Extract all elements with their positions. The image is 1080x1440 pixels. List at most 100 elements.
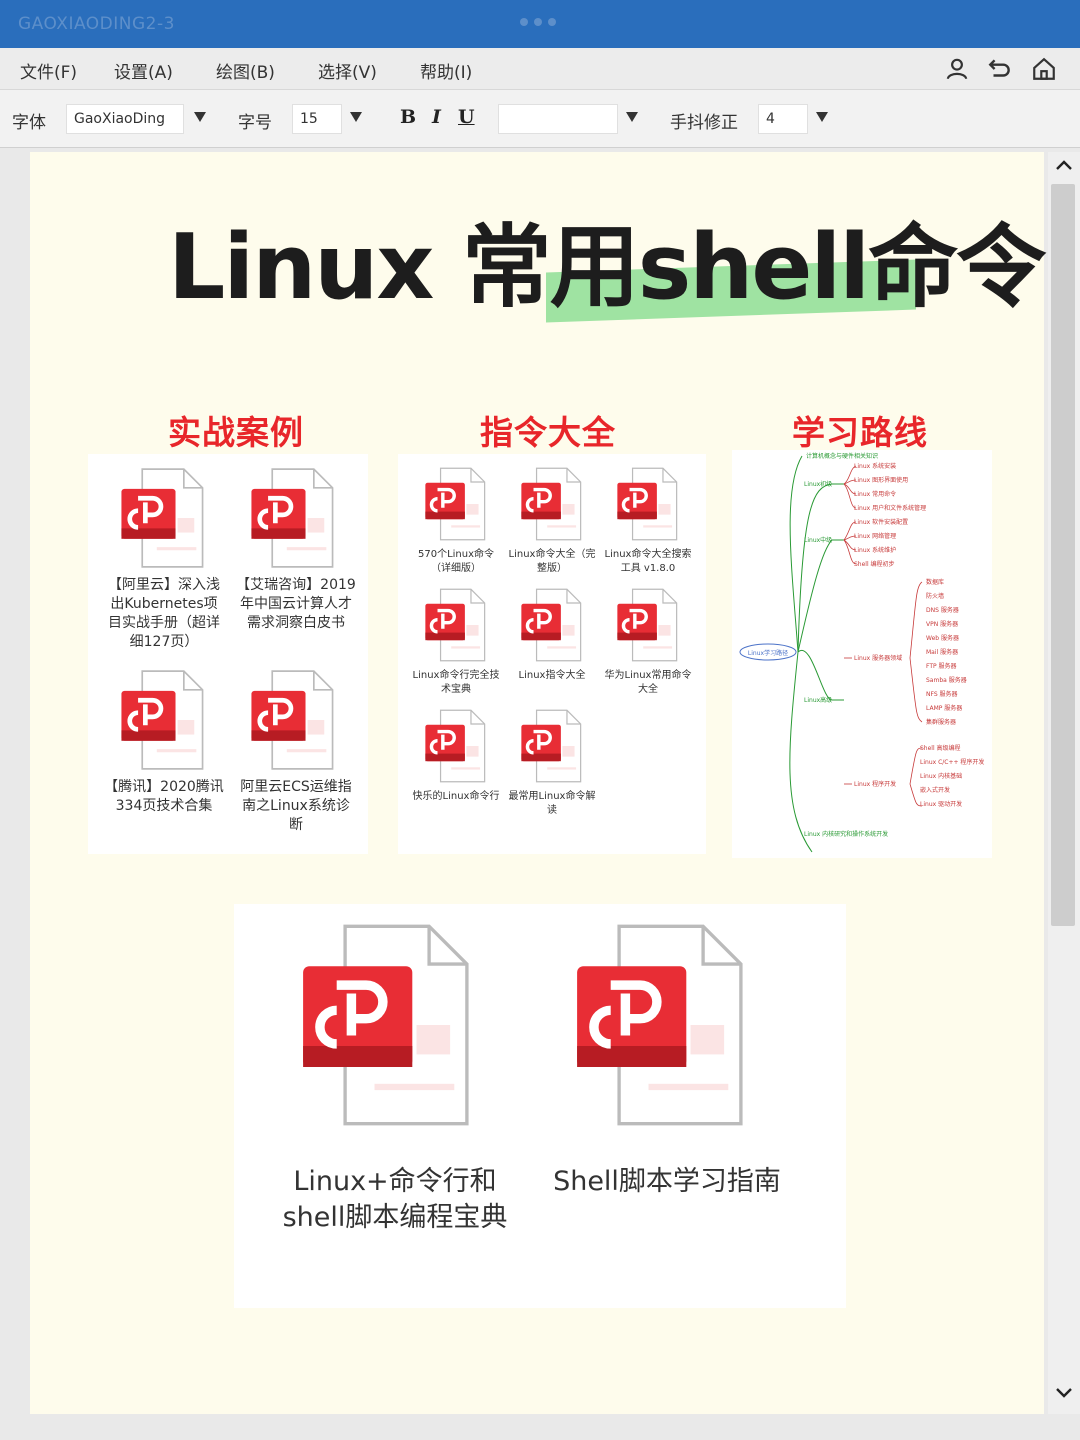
scroll-down-icon[interactable] bbox=[1054, 1382, 1074, 1402]
font-label: 字体 bbox=[12, 113, 46, 133]
file-item[interactable]: 阿里云ECS运维指南之Linux系统诊断 bbox=[236, 668, 356, 848]
size-select[interactable]: 15 bbox=[292, 104, 342, 134]
file-item[interactable]: Linux命令大全搜索工具 v1.8.0 bbox=[600, 466, 696, 582]
file-item[interactable]: Linux命令大全（完整版） bbox=[504, 466, 600, 582]
menu-select[interactable]: 选择(V) bbox=[318, 63, 377, 83]
file-label: 快乐的Linux命令行 bbox=[412, 791, 500, 802]
home-icon[interactable] bbox=[1031, 56, 1057, 82]
file-item[interactable]: Shell脚本学习指南 bbox=[552, 920, 782, 1300]
font-select[interactable]: GaoXiaoDing bbox=[66, 104, 184, 134]
file-label: 最常用Linux命令解读 bbox=[508, 791, 596, 816]
mindmap-branch: Linux高级 bbox=[804, 696, 832, 704]
size-dropdown-icon[interactable] bbox=[350, 112, 362, 122]
bold-button[interactable]: B bbox=[400, 106, 417, 128]
mindmap-branch: Linux中级 bbox=[804, 536, 832, 544]
file-label: Linux命令行完全技术宝典 bbox=[412, 670, 500, 695]
section-title-commands: 指令大全 bbox=[480, 413, 616, 452]
file-item[interactable]: 【腾讯】2020腾讯334页技术合集 bbox=[104, 668, 230, 848]
style-select[interactable] bbox=[498, 104, 618, 134]
mindmap-leaf: Web 服务器 bbox=[926, 634, 959, 642]
pdf-file-icon bbox=[521, 467, 582, 541]
headline: Linux 常用shell命令 bbox=[168, 194, 1046, 323]
file-label: 阿里云ECS运维指南之Linux系统诊断 bbox=[240, 779, 352, 833]
correction-dropdown-icon[interactable] bbox=[816, 112, 828, 122]
file-label: 华为Linux常用命令大全 bbox=[604, 670, 692, 695]
size-label: 字号 bbox=[238, 113, 272, 133]
mindmap-leaf: Linux 驱动开发 bbox=[920, 800, 962, 808]
file-item[interactable]: Linux+命令行和shell脚本编程宝典 bbox=[280, 920, 510, 1300]
format-toolbar: 字体 GaoXiaoDing 字号 15 B I U 手抖修正 4 bbox=[0, 90, 1080, 148]
mindmap-leaf: Linux 常用命令 bbox=[854, 490, 896, 498]
mindmap-leaf: Linux 系统安装 bbox=[854, 462, 896, 470]
file-item[interactable]: 快乐的Linux命令行 bbox=[408, 708, 504, 824]
window-title: GAOXIAODING2-3 bbox=[18, 14, 175, 34]
mindmap-branch: Linux 内核研究和操作系统开发 bbox=[804, 830, 888, 838]
mindmap-leaf: Linux 系统维护 bbox=[854, 546, 896, 554]
mindmap-leaf: Shell 编程初步 bbox=[854, 560, 895, 568]
file-label: 570个Linux命令（详细版） bbox=[417, 549, 495, 574]
scroll-up-icon[interactable] bbox=[1054, 156, 1074, 176]
mindmap-root: Linux学习路径 bbox=[748, 649, 788, 657]
file-item[interactable]: Linux指令大全 bbox=[504, 587, 600, 703]
file-label: 【艾瑞咨询】2019年中国云计算人才需求洞察白皮书 bbox=[236, 577, 356, 631]
mindmap-branch: Linux 服务器领域 bbox=[854, 654, 902, 662]
mindmap-leaf: 防火墙 bbox=[926, 592, 944, 600]
file-label: Linux命令大全搜索工具 v1.8.0 bbox=[604, 549, 692, 574]
menu-file[interactable]: 文件(F) bbox=[20, 63, 78, 83]
roadmap-panel: Linux学习路径 计算机概念与硬件相关知识 Linux初级 Linux中级 L… bbox=[732, 450, 992, 858]
pdf-file-icon bbox=[577, 924, 743, 1126]
pdf-file-icon bbox=[425, 709, 486, 783]
mindmap-leaf: Linux 图形界面使用 bbox=[854, 476, 908, 484]
pdf-file-icon bbox=[251, 670, 334, 770]
file-label: Linux指令大全 bbox=[518, 670, 586, 681]
section-title-roadmap: 学习路线 bbox=[792, 413, 928, 452]
document-canvas[interactable]: Linux 常用shell命令 实战案例 指令大全 学习路线 【阿里云】深入浅出… bbox=[30, 152, 1046, 1414]
mindmap-leaf: 数据库 bbox=[926, 578, 944, 586]
underline-button[interactable]: U bbox=[458, 106, 475, 128]
italic-button[interactable]: I bbox=[432, 106, 441, 128]
pdf-file-icon bbox=[303, 924, 469, 1126]
pdf-file-icon bbox=[617, 588, 678, 662]
mindmap-leaf: Samba 服务器 bbox=[926, 676, 967, 684]
file-label: 【阿里云】深入浅出Kubernetes项目实战手册（超详细127页） bbox=[108, 577, 220, 650]
pdf-file-icon bbox=[425, 467, 486, 541]
menu-draw[interactable]: 绘图(B) bbox=[216, 63, 275, 83]
vertical-scrollbar[interactable] bbox=[1048, 152, 1080, 1414]
mindmap-leaf: Shell 高级编程 bbox=[920, 744, 961, 752]
mindmap-leaf: NFS 服务器 bbox=[926, 690, 958, 698]
file-item[interactable]: 华为Linux常用命令大全 bbox=[600, 587, 696, 703]
undo-icon[interactable] bbox=[987, 56, 1013, 82]
menu-help[interactable]: 帮助(I) bbox=[420, 63, 473, 83]
mindmap-leaf: Linux 用户和文件系统管理 bbox=[854, 504, 926, 512]
scrollbar-thumb[interactable] bbox=[1051, 184, 1075, 926]
file-item[interactable]: 【艾瑞咨询】2019年中国云计算人才需求洞察白皮书 bbox=[236, 466, 356, 656]
style-dropdown-icon[interactable] bbox=[626, 112, 638, 122]
user-icon[interactable] bbox=[944, 56, 970, 82]
file-item[interactable]: Linux命令行完全技术宝典 bbox=[408, 587, 504, 703]
featured-panel: Linux+命令行和shell脚本编程宝典 Shell脚本学习指南 bbox=[234, 904, 846, 1308]
file-item[interactable]: 最常用Linux命令解读 bbox=[504, 708, 600, 824]
mindmap-leaf: VPN 服务器 bbox=[926, 620, 958, 628]
cases-panel: 【阿里云】深入浅出Kubernetes项目实战手册（超详细127页） 【艾瑞咨询… bbox=[88, 454, 368, 854]
mindmap-leaf: 嵌入式开发 bbox=[920, 786, 950, 794]
mindmap-leaf: Linux C/C++ 程序开发 bbox=[920, 758, 984, 766]
file-label: Shell脚本学习指南 bbox=[553, 1166, 781, 1197]
mindmap-leaf: Mail 服务器 bbox=[926, 648, 958, 656]
file-item[interactable]: 【阿里云】深入浅出Kubernetes项目实战手册（超详细127页） bbox=[108, 466, 230, 656]
mindmap-branch: Linux初级 bbox=[804, 480, 832, 488]
mindmap-top: 计算机概念与硬件相关知识 bbox=[806, 452, 878, 460]
commands-panel: 570个Linux命令（详细版） Linux命令大全（完整版） Linux命令大… bbox=[398, 454, 706, 854]
menu-settings[interactable]: 设置(A) bbox=[114, 63, 173, 83]
file-item[interactable]: 570个Linux命令（详细版） bbox=[408, 466, 504, 582]
pdf-file-icon bbox=[121, 468, 204, 568]
roadmap-mindmap: Linux学习路径 计算机概念与硬件相关知识 Linux初级 Linux中级 L… bbox=[739, 452, 984, 853]
correction-select[interactable]: 4 bbox=[758, 104, 808, 134]
mindmap-leaf: Linux 网络管理 bbox=[854, 532, 896, 540]
mindmap-leaf: Linux 软件安装配置 bbox=[854, 518, 908, 526]
mindmap-branch: Linux 程序开发 bbox=[854, 780, 896, 788]
font-dropdown-icon[interactable] bbox=[194, 112, 206, 122]
file-label: Linux命令大全（完整版） bbox=[508, 549, 596, 574]
section-title-cases: 实战案例 bbox=[168, 413, 304, 452]
mindmap-leaf: DNS 服务器 bbox=[926, 606, 959, 614]
window-controls[interactable] bbox=[520, 18, 556, 26]
